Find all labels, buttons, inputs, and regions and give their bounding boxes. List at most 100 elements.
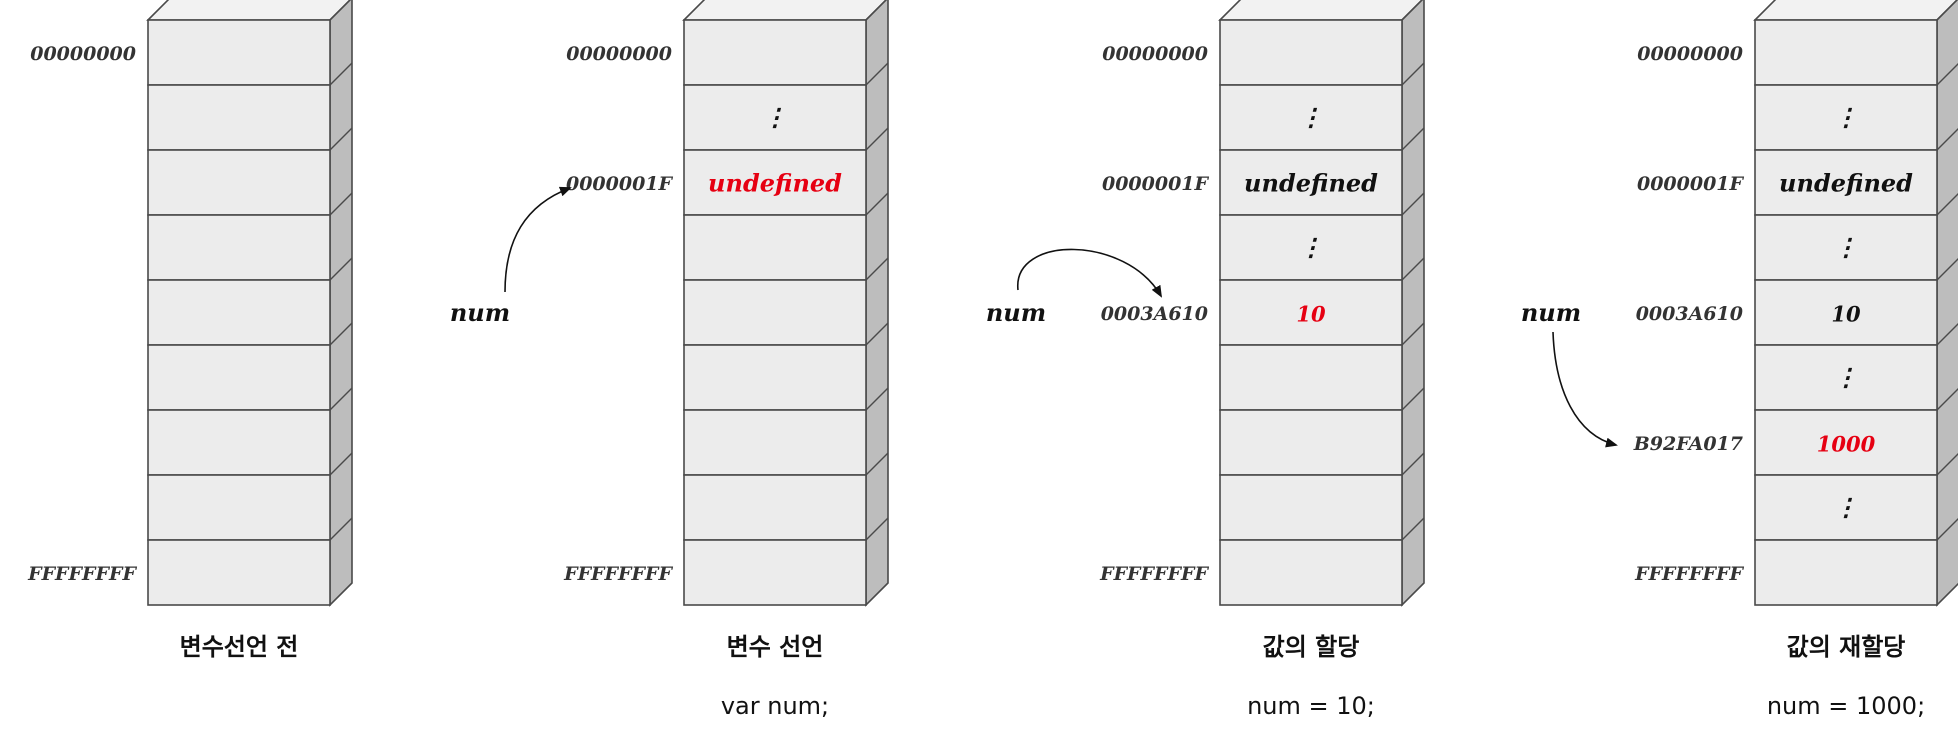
memory-cell-face bbox=[683, 214, 867, 281]
memory-cell-face bbox=[147, 84, 331, 151]
cell-side-edge bbox=[1401, 517, 1425, 541]
cell-value: undefined bbox=[1779, 169, 1913, 198]
cell-side-edge bbox=[329, 387, 353, 411]
memory-cell: ⋮ bbox=[1754, 63, 1958, 151]
memory-cell-face bbox=[1754, 474, 1938, 541]
cell-side-edge bbox=[865, 517, 889, 541]
memory-cell bbox=[1219, 322, 1425, 411]
cell-side-edge bbox=[329, 192, 353, 216]
cell-side-edge bbox=[329, 62, 353, 86]
cell-side-edge bbox=[865, 127, 889, 151]
memory-column-4: 00000000⋮undefined0000001F⋮100003A610⋮10… bbox=[1521, 0, 1958, 720]
memory-cell bbox=[147, 322, 353, 411]
memory-cell: FFFFFFFF bbox=[1099, 517, 1425, 606]
memory-cell-face bbox=[147, 539, 331, 606]
memory-cell: 00000000 bbox=[30, 19, 331, 86]
column-top-face bbox=[682, 0, 888, 21]
ellipsis-mark: ⋮ bbox=[1834, 103, 1858, 132]
column-top-face bbox=[1218, 0, 1424, 21]
cell-side-edge bbox=[1936, 323, 1958, 346]
memory-address-label: 00000000 bbox=[1102, 43, 1208, 65]
cell-side-edge bbox=[329, 452, 353, 476]
memory-cell-face bbox=[1754, 84, 1938, 151]
panel-caption: 변수선언 전 bbox=[180, 633, 299, 661]
cell-side-edge bbox=[1936, 193, 1958, 216]
cell-side-edge bbox=[1936, 518, 1958, 541]
memory-cell bbox=[147, 452, 353, 541]
memory-address-label: 00000000 bbox=[566, 43, 672, 65]
cell-side-edge bbox=[1401, 127, 1425, 151]
memory-address-label: FFFFFFFF bbox=[1099, 563, 1209, 585]
cell-value: 10 bbox=[1296, 302, 1326, 327]
cell-side-edge bbox=[329, 322, 353, 346]
panel-caption: 값의 할당 bbox=[1263, 633, 1360, 661]
memory-cell: FFFFFFFF bbox=[1634, 518, 1958, 606]
memory-cell-face bbox=[1754, 539, 1938, 606]
memory-cell-face bbox=[1754, 19, 1938, 86]
memory-address-label: 0000001F bbox=[1637, 173, 1745, 195]
cell-side-edge bbox=[1401, 257, 1425, 281]
memory-cell bbox=[683, 322, 889, 411]
memory-cell-face bbox=[1219, 214, 1403, 281]
memory-cell bbox=[147, 387, 353, 476]
memory-cell-face bbox=[147, 409, 331, 476]
memory-address-label: FFFFFFFF bbox=[563, 563, 673, 585]
variable-name-label: num bbox=[1521, 298, 1581, 327]
memory-cell bbox=[683, 452, 889, 541]
memory-cell-face bbox=[1219, 409, 1403, 476]
memory-cell: 10 0003A610 bbox=[1101, 257, 1425, 346]
column-side-face bbox=[1936, 0, 1958, 607]
memory-cell: FFFFFFFF bbox=[27, 517, 353, 606]
cell-side-edge bbox=[329, 127, 353, 151]
cell-side-edge bbox=[865, 387, 889, 411]
ellipsis-mark: ⋮ bbox=[763, 103, 787, 132]
memory-cell bbox=[1219, 387, 1425, 476]
memory-cell: 00000000 bbox=[1102, 19, 1403, 86]
column-top-face bbox=[146, 0, 352, 21]
cell-side-edge bbox=[865, 322, 889, 346]
cell-value: undefined bbox=[1244, 169, 1378, 198]
memory-cell-face bbox=[1219, 539, 1403, 606]
cell-side-edge bbox=[329, 517, 353, 541]
memory-cell-face bbox=[1219, 344, 1403, 411]
cell-side-edge bbox=[865, 62, 889, 86]
memory-cell-face bbox=[147, 344, 331, 411]
memory-cell-face bbox=[1219, 19, 1403, 86]
cell-side-edge bbox=[1401, 322, 1425, 346]
cell-side-edge bbox=[865, 257, 889, 281]
memory-cell-face bbox=[1219, 279, 1403, 346]
panel-code: var num; bbox=[721, 692, 829, 720]
memory-cell: FFFFFFFF bbox=[563, 517, 889, 606]
pointer-arrow bbox=[1017, 248, 1162, 298]
memory-cell-face bbox=[683, 474, 867, 541]
cell-value: 1000 bbox=[1817, 432, 1876, 457]
memory-address-label: FFFFFFFF bbox=[27, 563, 137, 585]
memory-cell bbox=[147, 62, 353, 151]
memory-cell-face bbox=[683, 344, 867, 411]
cell-side-edge bbox=[1936, 453, 1958, 476]
cell-value: undefined bbox=[708, 169, 842, 198]
memory-cell: ⋮ bbox=[1219, 62, 1425, 151]
cell-side-edge bbox=[1401, 452, 1425, 476]
memory-cell-face bbox=[683, 19, 867, 86]
memory-address-label: 00000000 bbox=[1637, 43, 1743, 65]
memory-cell: 00000000 bbox=[566, 19, 867, 86]
memory-address-label: 0003A610 bbox=[1101, 303, 1208, 325]
memory-cell: 00000000 bbox=[1637, 19, 1938, 86]
memory-cell: ⋮ bbox=[1219, 192, 1425, 281]
column-side-face bbox=[865, 0, 889, 607]
panel-caption: 변수 선언 bbox=[727, 633, 824, 661]
ellipsis-mark: ⋮ bbox=[1834, 493, 1858, 522]
memory-cell-face bbox=[1754, 214, 1938, 281]
panel-code: num = 10; bbox=[1247, 692, 1375, 720]
panel-caption: 값의 재할당 bbox=[1787, 633, 1906, 661]
cell-side-edge bbox=[1936, 258, 1958, 281]
column-side-face bbox=[329, 0, 353, 607]
memory-cell-face bbox=[147, 214, 331, 281]
ellipsis-mark: ⋮ bbox=[1299, 103, 1323, 132]
